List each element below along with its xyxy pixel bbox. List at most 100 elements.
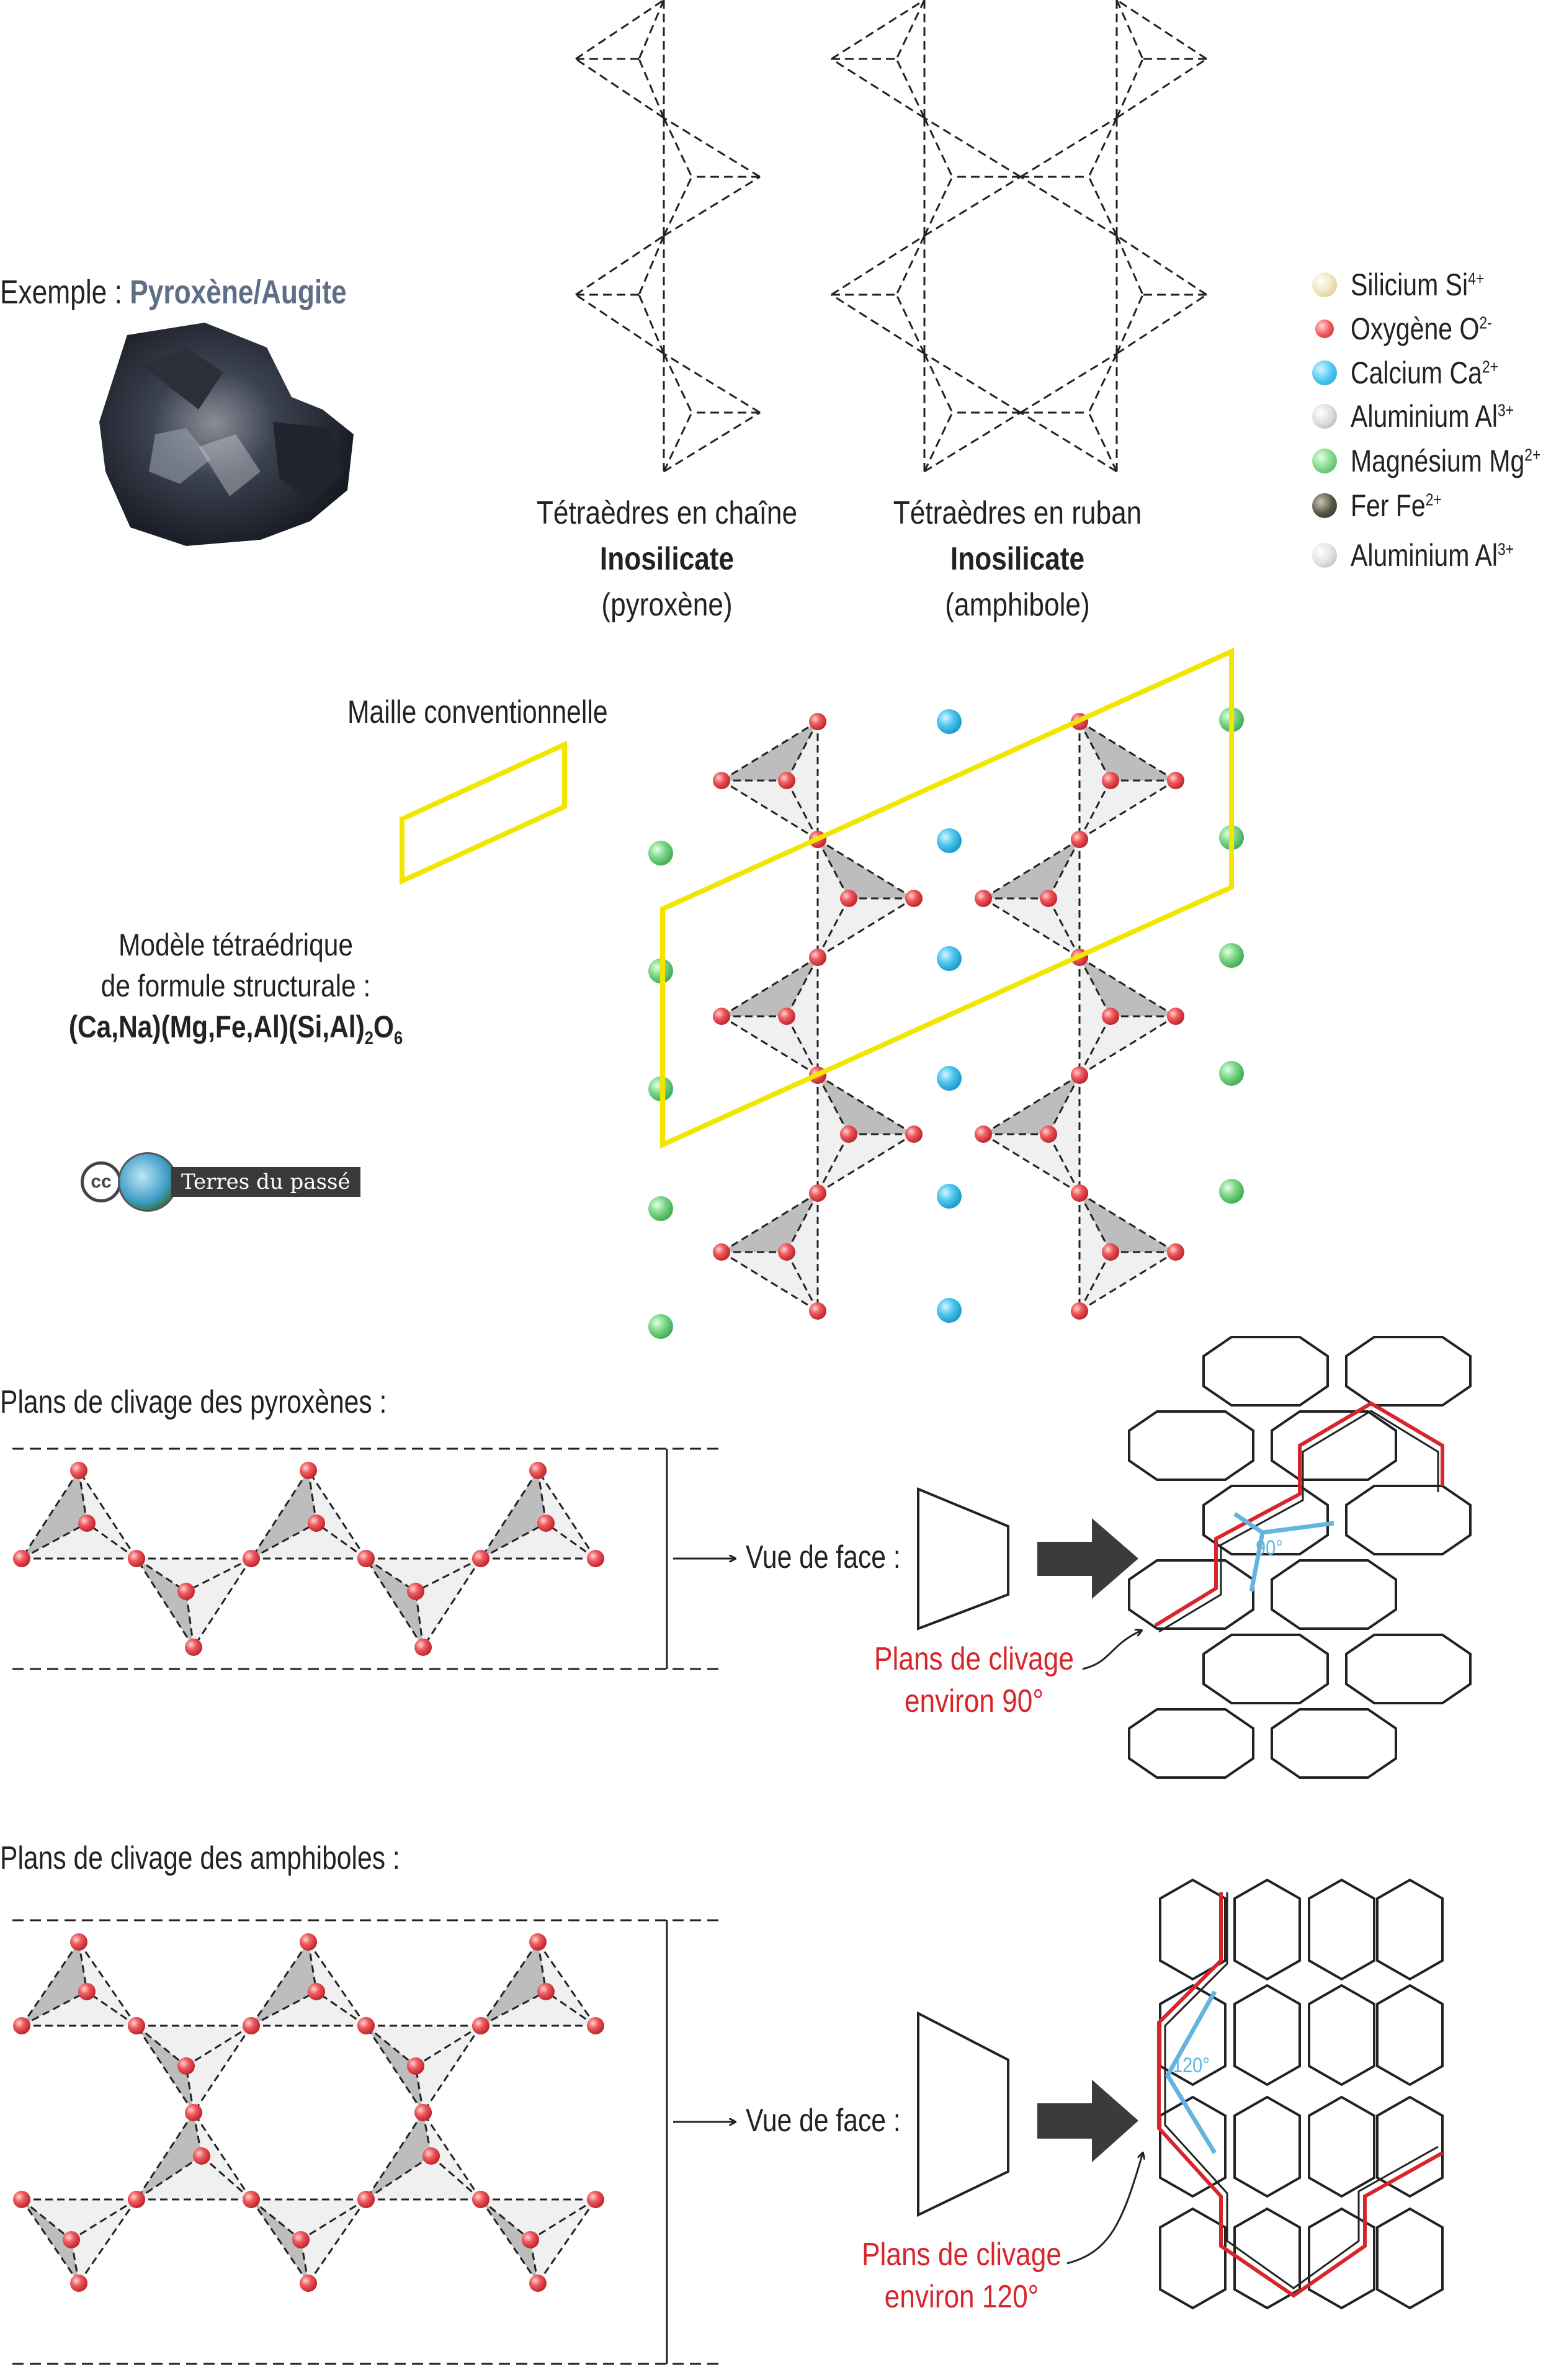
oxygen-atom	[537, 1514, 555, 1532]
cleavage-cell	[1308, 2207, 1375, 2310]
cleavage-cell	[1271, 1410, 1397, 1481]
tetrahedron-edge	[1115, 58, 1144, 119]
magnesium-atom	[1219, 1061, 1244, 1086]
tetrahedron-edge	[422, 2112, 482, 2200]
legend-charge: 2+	[1524, 445, 1541, 465]
tetrahedron-edge	[923, 353, 954, 413]
tetrahedron-shaded-face	[251, 1470, 316, 1559]
pyroxene-cleavage-line1: Plans de clivage	[874, 1641, 1074, 1677]
oxygen-atom	[1102, 1008, 1119, 1025]
oxygen-atom	[13, 2017, 30, 2034]
oxygen-atom	[357, 2017, 375, 2034]
tetrahedron-edges	[135, 1557, 253, 1648]
pyroxene-cleavage-plane-shadow	[1158, 1410, 1439, 1633]
oxygen-atom	[975, 890, 992, 907]
tetrahedron-edge	[185, 1557, 252, 1593]
tetrahedron-edge	[895, 235, 926, 295]
tetrahedron-edge	[1115, 0, 1144, 60]
cleavage-cell	[1202, 1485, 1329, 1555]
example-prefix: Exemple :	[0, 274, 130, 311]
tetrahedron-edge	[545, 1522, 596, 1560]
cc-icon: cc	[81, 1161, 122, 1202]
oxygen-atom	[243, 2191, 260, 2208]
ribbon-tetrahedra-drawing	[831, 0, 1207, 473]
model-line1: Modèle tétraédrique	[118, 928, 354, 962]
cleavage-cell	[1202, 1634, 1329, 1704]
amphibole-angle-label: 120°	[1173, 2054, 1210, 2077]
tetrahedron-edge	[316, 1990, 367, 2027]
calcium-atom	[937, 1184, 962, 1209]
tetrahedron-edges	[480, 1470, 597, 1560]
oxygen-atom	[713, 1243, 730, 1261]
tetrahedron-edge	[537, 1470, 597, 1559]
legend-charge: 3+	[1497, 539, 1514, 559]
tetrahedron-edges	[365, 2024, 482, 2113]
tetrahedron-edge	[575, 58, 664, 119]
terres-du-passe-logo[interactable]: cc Terres du passé	[81, 1152, 360, 1212]
tetrahedron-edges	[816, 838, 914, 959]
legend-label: Calcium Ca	[1351, 356, 1482, 390]
cleavage-cell	[1233, 1984, 1301, 2087]
tetrahedron-shaded-face	[22, 1470, 87, 1559]
oxygen-atom	[128, 2191, 145, 2208]
legend-item-silicium: Silicium Si4+	[1312, 263, 1514, 306]
tetrahedron-edge	[1116, 58, 1207, 119]
legend-label: Fer Fe	[1351, 488, 1426, 523]
tetrahedron-edge	[365, 2024, 416, 2067]
tetrahedron-edge	[251, 1522, 317, 1560]
oxygen-atom	[587, 2017, 604, 2034]
tetrahedron-edge	[135, 2112, 195, 2200]
tetrahedron-edge	[86, 1990, 137, 2027]
cleavage-cell	[1345, 1336, 1472, 1407]
legend-item-magnesium: Magnésium Mg2+	[1312, 439, 1551, 483]
oxygen-atom	[529, 1933, 547, 1951]
calcium-atom	[937, 709, 962, 734]
tetrahedron-edges	[135, 2024, 253, 2113]
tetrahedron-edge	[721, 720, 818, 782]
oxygen-atom	[128, 2017, 145, 2034]
oxygen-atom	[1040, 890, 1057, 907]
tetrahedron-edge	[1020, 176, 1117, 237]
amphibole-view-label: Vue de face :	[746, 2103, 901, 2139]
oxygen-atom	[1040, 1125, 1057, 1143]
tetrahedron-edge	[21, 1522, 87, 1560]
tetrahedron-edges	[250, 2198, 367, 2284]
formula-sub-o: 6	[394, 1028, 403, 1049]
example-mineral-link[interactable]: Pyroxène/Augite	[130, 274, 347, 311]
tetrahedron-edge	[20, 2199, 80, 2284]
logo-text: Terres du passé	[171, 1167, 360, 1197]
pyroxene-chain-side-view	[12, 1447, 720, 1670]
tetrahedron-edges	[721, 956, 819, 1076]
cleavage-cell	[1376, 1878, 1444, 1981]
trapezoid-face-pyroxene	[917, 1487, 1009, 1631]
cleavage-cell	[1202, 1336, 1329, 1407]
calcium-atom	[937, 1066, 962, 1091]
chain-caption-line1: Tétraèdres en chaîne	[536, 495, 798, 531]
legend-item-aluminium-1: Aluminium Al3+	[1312, 395, 1550, 438]
tetrahedron-shaded-face	[22, 1942, 87, 2026]
tetrahedron-edge	[923, 176, 954, 236]
tetrahedron-edge	[923, 412, 954, 472]
calcium-atom	[937, 1298, 962, 1323]
magnesium-atom	[648, 1196, 673, 1221]
cleavage-cell	[1271, 1559, 1397, 1630]
tetrahedron-edge	[71, 2198, 137, 2241]
tetrahedron-edges	[480, 1941, 597, 2027]
amphibole-cleavage-grid	[1159, 1878, 1444, 2310]
tetrahedron-edge	[537, 1941, 597, 2026]
tetrahedron-edge	[817, 1074, 914, 1135]
tetrahedron-edge	[192, 2112, 253, 2200]
cleavage-cell	[1308, 1878, 1375, 1981]
cleavage-cell	[1233, 2095, 1301, 2198]
tetrahedron-edge	[721, 1192, 818, 1253]
oxygen-atom	[292, 2231, 310, 2248]
tetrahedron-edge	[136, 2024, 187, 2067]
tetrahedron-edge	[575, 235, 664, 296]
tetrahedron-edge	[895, 58, 926, 119]
legend-label: Oxygène O	[1351, 311, 1480, 346]
tetrahedron-edge	[480, 1990, 547, 2027]
tetrahedron-edge	[1115, 294, 1144, 354]
tetrahedron-edge	[663, 176, 761, 237]
tetrahedron-edge	[1088, 412, 1118, 472]
tetrahedron-edge	[638, 294, 665, 354]
